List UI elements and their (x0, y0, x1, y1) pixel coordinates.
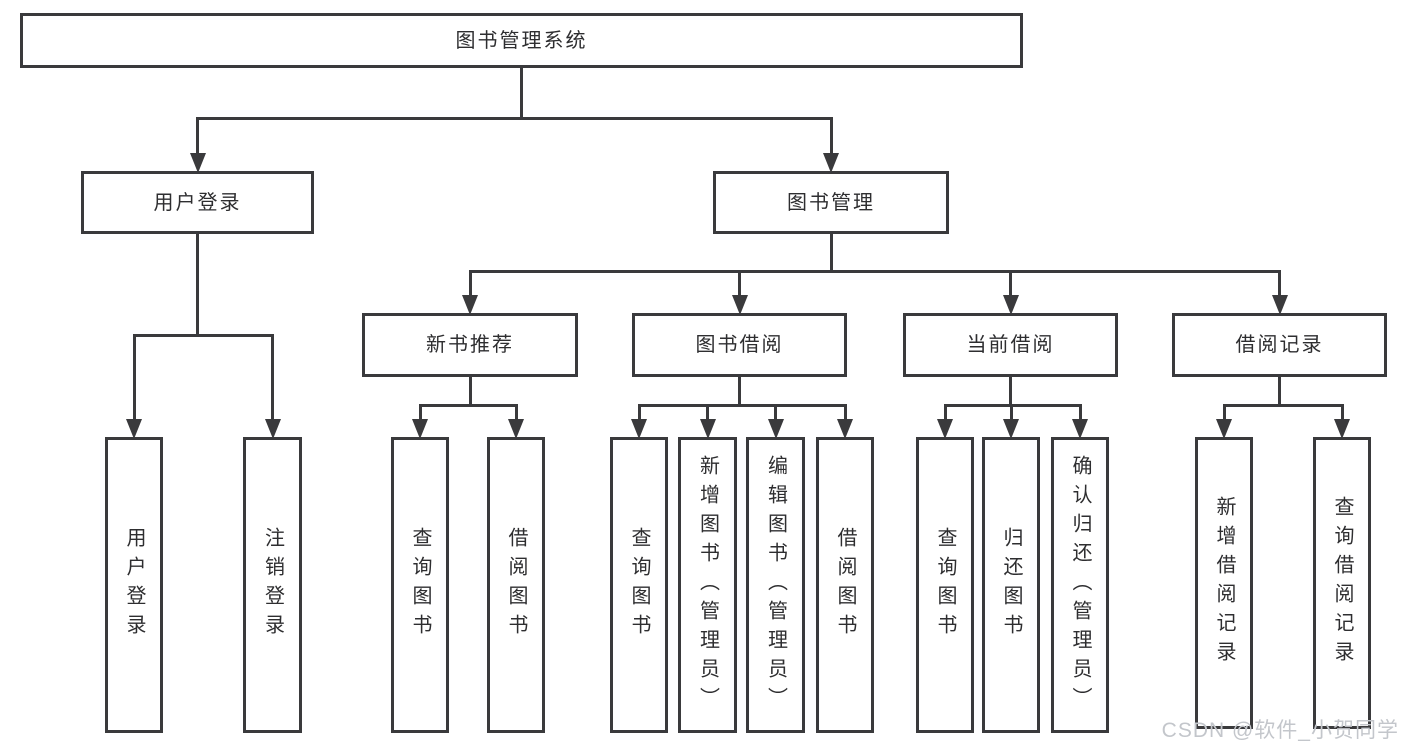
arrowhead-down-icon (1216, 419, 1232, 439)
arrowhead-down-icon (823, 153, 839, 173)
node-label: 确认归还（管理员） (1069, 454, 1091, 716)
arrowhead-down-icon (462, 295, 478, 315)
connector-line-vertical (1222, 405, 1226, 423)
node-label: 用户登录 (153, 191, 242, 214)
connector-line-vertical (418, 405, 422, 423)
node-label: 借阅图书 (834, 527, 856, 643)
connector-line-vertical (1009, 271, 1012, 299)
arrowhead-down-icon (264, 419, 281, 439)
node-user-login: 用户登录 (105, 437, 163, 733)
connector-line-vertical (1009, 405, 1013, 423)
arrowhead-down-icon (837, 419, 853, 439)
node-bw-edit: 编辑图书（管理员） (746, 437, 805, 733)
arrowhead-down-icon (767, 419, 784, 439)
node-nb-borrow: 借阅图书 (487, 437, 545, 733)
arrowhead-down-icon (412, 419, 428, 439)
connector-line-vertical (738, 377, 741, 405)
connector-line-vertical (132, 335, 136, 423)
connector-line-horizontal (418, 403, 518, 407)
connector-line-vertical (271, 335, 274, 423)
connector-line-vertical (943, 405, 947, 423)
connector-line-vertical (1340, 405, 1344, 423)
node-cu-query: 查询图书 (916, 437, 974, 733)
connector-line-vertical (738, 271, 741, 299)
node-new-book: 新书推荐 (362, 313, 578, 377)
node-rc-query: 查询借阅记录 (1313, 437, 1371, 729)
arrowhead-down-icon (126, 419, 142, 439)
connector-line-vertical (468, 377, 472, 405)
arrowhead-down-icon (699, 419, 716, 439)
node-label: 查询借阅记录 (1331, 496, 1353, 670)
arrowhead-down-icon (1271, 295, 1288, 315)
connector-line-horizontal (196, 116, 833, 120)
connector-line-vertical (1278, 377, 1281, 405)
node-book-mgmt: 图书管理 (713, 171, 949, 234)
node-label: 当前借阅 (966, 334, 1055, 356)
arrowhead-down-icon (937, 419, 953, 439)
node-bw-add: 新增图书（管理员） (678, 437, 737, 733)
connector-line-vertical (637, 405, 641, 423)
csdn-watermark: CSDN @软件_小贺同学 (1161, 719, 1399, 742)
connector-line-horizontal (468, 269, 1281, 273)
node-book-borrow: 图书借阅 (632, 313, 847, 377)
node-label: 新增图书（管理员） (696, 454, 719, 716)
node-borrow-records: 借阅记录 (1172, 313, 1387, 377)
node-rc-add: 新增借阅记录 (1195, 437, 1253, 729)
arrowhead-down-icon (508, 419, 524, 439)
node-user-login-menu: 用户登录 (81, 171, 314, 234)
arrowhead-down-icon (1002, 295, 1019, 315)
connector-line-vertical (706, 405, 709, 423)
node-label: 图书管理系统 (455, 29, 588, 52)
connector-line-horizontal (943, 403, 1082, 407)
connector-line-vertical (514, 405, 518, 423)
connector-line-vertical (1278, 271, 1281, 299)
node-label: 归还图书 (1000, 527, 1022, 643)
connector-line-vertical (829, 234, 833, 271)
node-current-borrow: 当前借阅 (903, 313, 1118, 377)
arrowhead-down-icon (1072, 419, 1088, 439)
connector-line-vertical (196, 234, 199, 335)
node-label: 查询图书 (409, 527, 431, 643)
connector-line-horizontal (637, 403, 847, 407)
node-label: 借阅记录 (1235, 334, 1324, 356)
arrowhead-down-icon (189, 153, 206, 173)
node-root: 图书管理系统 (20, 13, 1023, 68)
node-bw-query: 查询图书 (610, 437, 668, 733)
node-label: 用户登录 (123, 527, 145, 643)
connector-line-vertical (1078, 405, 1082, 423)
node-label: 编辑图书（管理员） (764, 454, 787, 716)
connector-line-vertical (1009, 377, 1012, 405)
connector-line-vertical (520, 68, 523, 118)
node-user-logout: 注销登录 (243, 437, 302, 733)
node-cu-return: 归还图书 (982, 437, 1040, 733)
node-label: 图书管理 (787, 191, 875, 214)
node-cu-confirm: 确认归还（管理员） (1051, 437, 1109, 733)
node-label: 图书借阅 (695, 334, 784, 356)
arrowhead-down-icon (1003, 419, 1019, 439)
node-label: 借阅图书 (505, 527, 527, 643)
node-label: 注销登录 (261, 527, 284, 643)
node-nb-query: 查询图书 (391, 437, 449, 733)
connector-line-vertical (829, 118, 833, 157)
arrowhead-down-icon (731, 295, 748, 315)
node-label: 查询图书 (934, 527, 956, 643)
connector-line-horizontal (132, 333, 274, 337)
arrowhead-down-icon (1334, 419, 1350, 439)
connector-line-vertical (774, 405, 777, 423)
node-label: 新增借阅记录 (1213, 496, 1235, 670)
connector-line-horizontal (1222, 403, 1344, 407)
connector-line-vertical (843, 405, 847, 423)
connector-line-vertical (196, 118, 199, 157)
node-bw-borrow: 借阅图书 (816, 437, 874, 733)
connector-line-vertical (468, 271, 472, 299)
node-label: 新书推荐 (426, 334, 514, 356)
arrowhead-down-icon (631, 419, 647, 439)
node-label: 查询图书 (628, 527, 650, 643)
